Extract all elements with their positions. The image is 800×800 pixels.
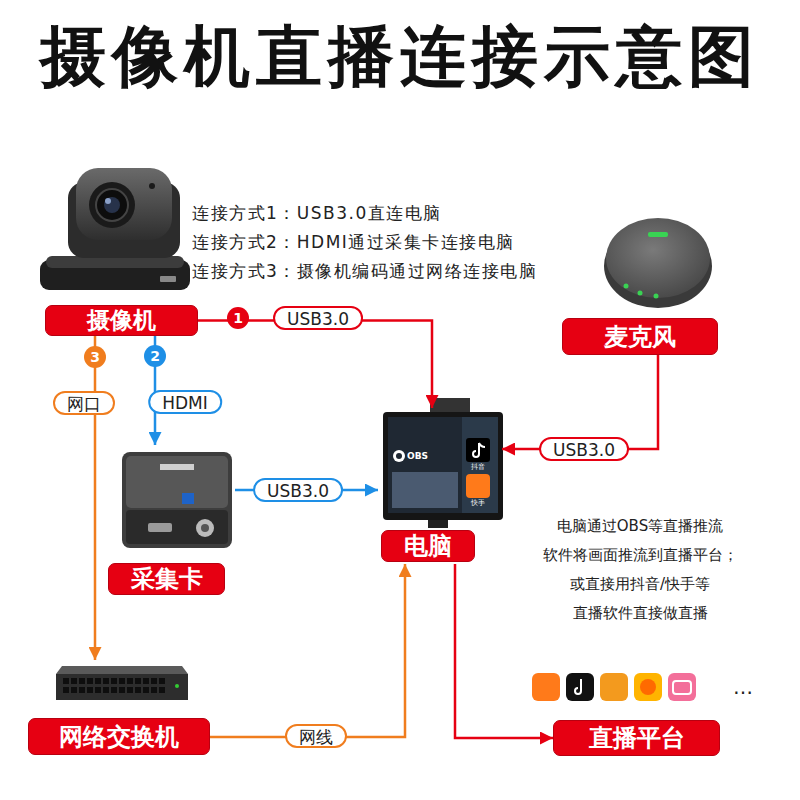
camera-sensor-dot [149,183,155,189]
connector-arrow [502,355,658,449]
node-box: 摄像机 [45,305,198,336]
monitor-frame [383,412,503,520]
node-box: 直播平台 [553,720,720,756]
screen-video [392,472,458,508]
connection-note: 连接方式1：USB3.0直连电脑 [192,202,442,224]
edge-label: HDMI [148,390,222,414]
connector-arrow [198,321,432,409]
monitor-screen [388,417,498,513]
node-label-pill: 电脑 [381,530,475,562]
card-top [126,456,228,508]
screen-text: 快手 [471,499,485,508]
edge-label: 网线 [285,724,347,748]
mic-indicator [648,232,668,237]
bnc-core [201,524,209,532]
connector-arrow [94,336,97,660]
lens-highlight [105,198,111,204]
edge-label: 网口 [53,391,115,415]
connector-arrow [210,564,405,737]
node-label-pill: 网络交换机 [28,718,210,755]
node-label: 直播平台 [589,722,685,754]
switch-ports [62,677,166,695]
mic-light [624,284,629,289]
edge-label: USB3.0 [273,306,363,330]
bnc-port [196,519,214,537]
callout-number: 2 [144,345,166,367]
node-label: 麦克风 [604,321,676,353]
kuaishou-icon [532,673,560,701]
connector-arrow [455,564,553,738]
platform-icons [532,673,696,701]
switch-illustration [56,666,188,700]
douyin-icon [566,673,594,701]
device-group: 电脑 [378,408,502,564]
screen-text: 抖音 [471,463,485,472]
monitor-stand [428,520,448,528]
card-sticker [160,464,194,470]
mic-top [606,218,710,298]
screen-panel [388,417,462,513]
computer-illustration [383,398,503,528]
douyin-note [575,679,581,694]
huya-mark [640,679,656,695]
camera-lens [89,182,135,228]
card-body [122,452,232,548]
node-box: 麦克风 [562,318,718,355]
connection-note: 连接方式3：摄像机编码通过网络连接电脑 [192,260,537,282]
device-group: 网络交换机 [28,660,210,755]
connection-note: 连接方式2：HDMI通过采集卡连接电脑 [192,231,515,253]
screen-text: OBS [407,450,428,462]
switch-front [56,674,188,700]
edge-label: USB3.0 [539,437,629,461]
camera-badge [160,276,176,282]
diagram-title: 摄像机直播连接示意图 [0,14,800,100]
capture-card-illustration [122,452,232,548]
callout-number: 1 [227,307,249,329]
node-label-pill: 采集卡 [108,563,225,595]
kuaishou-icon [466,474,490,498]
hdmi-port [148,523,172,532]
device-group: 采集卡 [108,445,235,595]
usb-port [182,493,194,504]
obs-logo-core [396,453,402,459]
switch-led [175,684,179,688]
card-front [126,510,228,544]
douyin-note [473,443,485,457]
microphone-illustration [604,218,712,308]
switch-top [56,666,188,674]
bilibili-mark [673,681,691,694]
obs-logo [393,450,405,462]
mic-light [654,294,659,299]
camera-lens-ring [96,189,128,221]
douyin-icon [466,438,490,462]
more-mark: … [733,674,753,700]
camera-head [76,168,172,240]
camera-illustration [40,168,190,290]
douyu-icon [600,673,628,701]
huya-icon [634,673,662,701]
mic-light [638,291,643,296]
callout-number: 3 [84,346,106,368]
bilibili-icon [668,673,696,701]
node-label: 摄像机 [87,305,156,336]
camera-lens-glass [104,197,120,213]
note-text: 电脑通过OBS等直播推流 软件将画面推流到直播平台； 或直接用抖音/快手等 直播… [510,512,770,628]
edge-label: USB3.0 [253,478,343,502]
